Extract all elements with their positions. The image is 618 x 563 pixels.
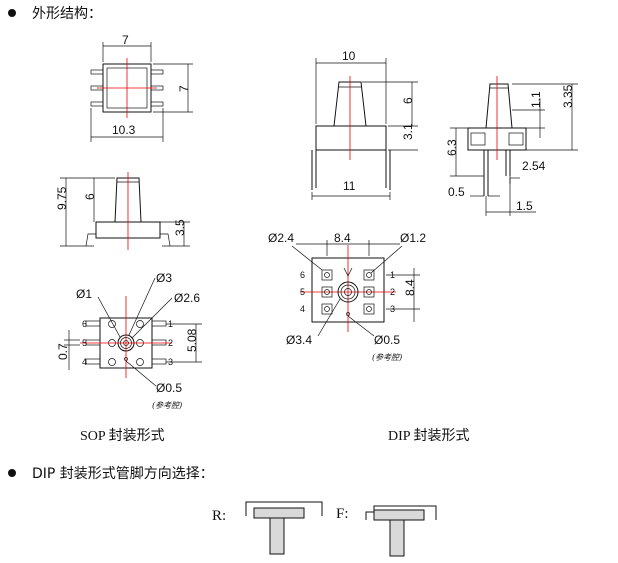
dip-pin-4: 4 bbox=[300, 304, 305, 314]
direction-f-diagram bbox=[365, 505, 437, 557]
dip-front-nozzle-label: 6 bbox=[401, 97, 415, 104]
sop-side-body-label: 3.5 bbox=[173, 219, 187, 236]
dip-side-a-label: 1.1 bbox=[529, 91, 543, 108]
sop-pin-5: 5 bbox=[82, 338, 87, 348]
dip-side-b-label: 3.35 bbox=[561, 84, 575, 108]
sop-d-large-label: Ø2.6 bbox=[174, 291, 200, 305]
sop-side-view: 9.75 6 3.5 bbox=[55, 172, 190, 250]
dip-side-e-label: 0.5 bbox=[448, 185, 465, 199]
dip-side-view: 1.1 3.35 6.3 2.54 0.5 1.5 bbox=[445, 76, 578, 216]
direction-r-label: R: bbox=[212, 508, 227, 524]
dip-pin-2: 2 bbox=[390, 287, 395, 297]
sop-top-view: 7 7 10.3 bbox=[90, 33, 193, 142]
bullet-icon bbox=[8, 469, 16, 477]
sop-d-mid-label: Ø3 bbox=[156, 271, 172, 285]
dip-pin-5: 5 bbox=[300, 287, 305, 297]
outline-header-text: 外形结构： bbox=[32, 6, 102, 22]
sop-top-height-label: 7 bbox=[177, 85, 191, 92]
dip-pin-6: 6 bbox=[300, 270, 305, 280]
dip-front-width-label: 10 bbox=[342, 49, 356, 63]
direction-f-label: F: bbox=[336, 506, 349, 522]
outline-header: 外形结构： bbox=[8, 6, 102, 22]
sop-side-total-label: 9.75 bbox=[55, 186, 69, 210]
sop-pin-4: 4 bbox=[82, 357, 87, 367]
sop-top-width-label: 7 bbox=[122, 33, 129, 47]
dip-ref-note: (参考腔) bbox=[372, 353, 402, 362]
sop-side-nozzle-label: 6 bbox=[83, 193, 97, 200]
sop-ref-note: (参考腔) bbox=[152, 401, 182, 410]
dip-d-ref-label: Ø0.5 bbox=[374, 333, 400, 347]
sop-pitch-label: 5.08 bbox=[185, 328, 199, 352]
sop-d-small-label: Ø1 bbox=[76, 287, 92, 301]
sop-pin-6: 6 bbox=[82, 319, 87, 329]
dip-d-pad-label: Ø2.4 bbox=[268, 231, 294, 245]
direction-r-diagram bbox=[245, 501, 323, 555]
dip-side-d-label: 2.54 bbox=[522, 159, 546, 173]
sop-bottom-view: 6 5 4 1 2 3 Ø1 Ø3 Ø2.6 Ø0.5 (参考腔) 5.08 0… bbox=[56, 271, 202, 410]
dip-side-c-label: 6.3 bbox=[445, 139, 459, 156]
dip-d-port-label: Ø3.4 bbox=[286, 333, 312, 347]
dip-bottom-view: 6 5 4 1 2 3 8.4 Ø2.4 Ø1.2 8.4 Ø3.4 Ø0.5 … bbox=[268, 231, 426, 362]
sop-d-ref-label: Ø0.5 bbox=[156, 381, 182, 395]
dip-front-pin-span-label: 11 bbox=[343, 179, 356, 193]
sop-caption: SOP 封装形式 bbox=[80, 429, 165, 444]
dip-caption: DIP 封装形式 bbox=[388, 429, 470, 444]
dip-front-view: 10 6 3.1 11 bbox=[311, 49, 418, 200]
bullet-icon bbox=[8, 9, 16, 17]
dip-direction-header: DIP 封装形式管脚方向选择： bbox=[8, 466, 214, 482]
dip-d-pin-label: Ø1.2 bbox=[400, 231, 426, 245]
dip-pitch-label: 8.4 bbox=[334, 231, 351, 245]
sop-pin-2: 2 bbox=[168, 338, 173, 348]
dip-direction-header-text: DIP 封装形式管脚方向选择： bbox=[32, 466, 214, 482]
sop-top-lead-span-label: 10.3 bbox=[112, 123, 136, 137]
dip-front-body-label: 3.1 bbox=[401, 123, 415, 140]
sop-pad-label: 0.7 bbox=[56, 343, 70, 360]
dip-height-label: 8.4 bbox=[403, 279, 417, 296]
dip-side-f-label: 1.5 bbox=[516, 199, 533, 213]
